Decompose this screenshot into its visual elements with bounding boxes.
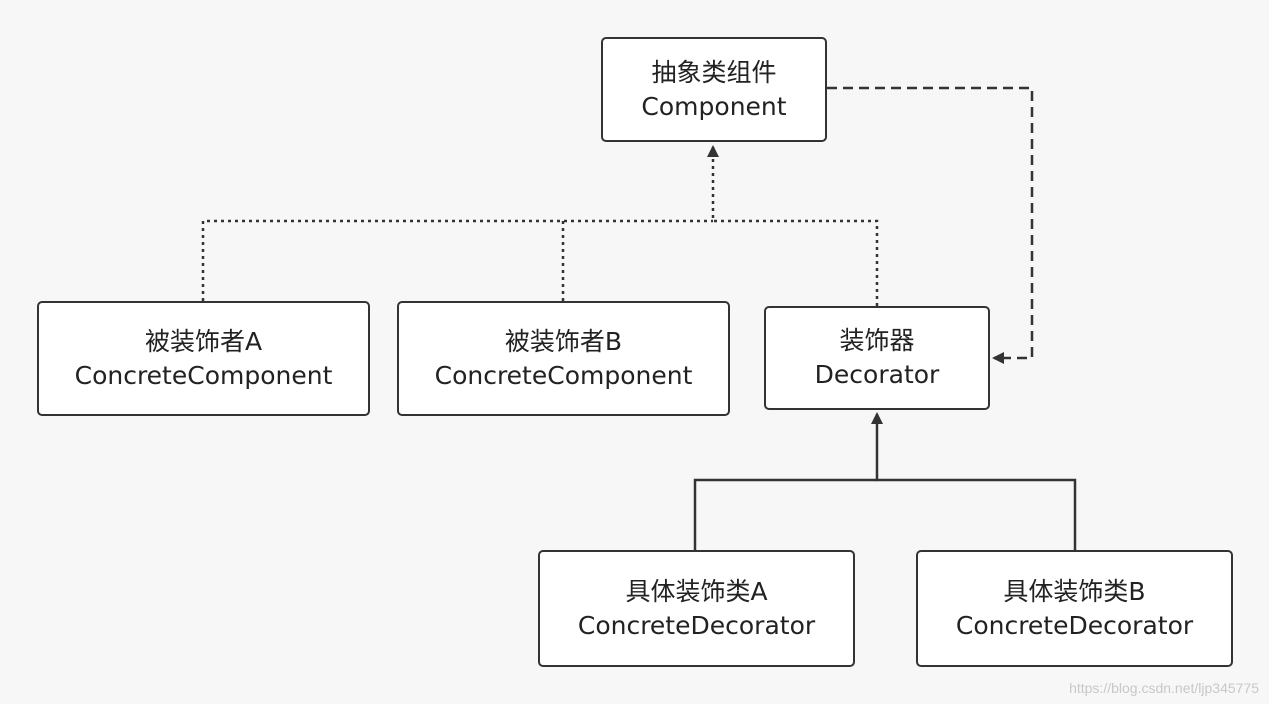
edge-deco-b-to-decorator	[871, 412, 1077, 550]
node-deco-a-subtitle: ConcreteDecorator	[577, 610, 816, 640]
edge-decorator-to-component	[707, 145, 879, 306]
node-component-subtitle: Component	[641, 91, 787, 121]
node-concrete-component-b: 被装饰者B ConcreteComponent	[397, 301, 730, 416]
node-decorator: 装饰器 Decorator	[764, 306, 990, 410]
node-concrete-component-a: 被装饰者A ConcreteComponent	[37, 301, 370, 416]
node-concrete-a-title: 被装饰者A	[144, 326, 263, 356]
node-concrete-decorator-b: 具体装饰类B ConcreteDecorator	[916, 550, 1233, 667]
edge-component-to-decorator	[827, 86, 1034, 364]
watermark: https://blog.csdn.net/ljp345775	[1069, 680, 1259, 696]
node-concrete-a-subtitle: ConcreteComponent	[74, 360, 333, 390]
node-deco-b-title: 具体装饰类B	[1003, 576, 1146, 606]
node-deco-a-title: 具体装饰类A	[625, 576, 768, 606]
node-deco-b-subtitle: ConcreteDecorator	[955, 610, 1194, 640]
node-decorator-subtitle: Decorator	[814, 360, 940, 389]
node-component: 抽象类组件 Component	[601, 37, 827, 142]
node-decorator-title: 装饰器	[839, 326, 915, 355]
node-concrete-decorator-a: 具体装饰类A ConcreteDecorator	[538, 550, 855, 667]
node-concrete-b-subtitle: ConcreteComponent	[434, 360, 693, 390]
node-concrete-b-title: 被装饰者B	[504, 326, 623, 356]
edge-concrete-a-to-component	[201, 219, 713, 301]
node-component-title: 抽象类组件	[651, 57, 777, 87]
edge-deco-a-to-decorator	[693, 478, 877, 550]
